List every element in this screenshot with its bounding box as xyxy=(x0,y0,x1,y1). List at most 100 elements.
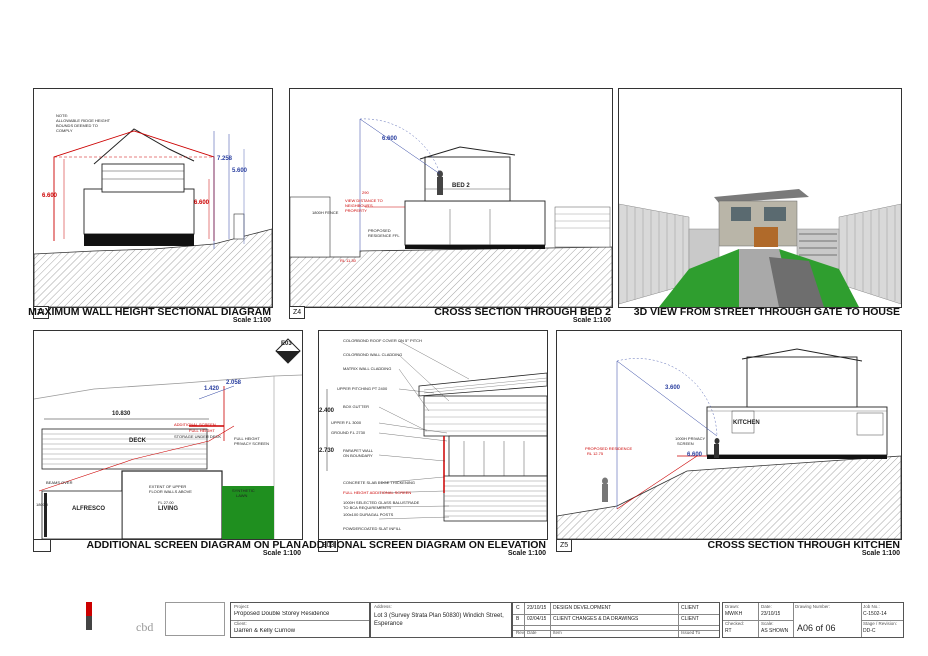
plan-synthetic: SYNTHETIC xyxy=(232,488,255,493)
e03-elevation-drawing xyxy=(326,340,547,522)
plan-lawn: LAWN xyxy=(236,493,248,498)
z4-dim-290: 290 xyxy=(362,190,369,195)
z1-dim-left: 6.600 xyxy=(42,193,58,199)
e03-dim-upper: 2.400 xyxy=(319,408,335,414)
e03-matrix-wall: MATRIX WALL CLADDING xyxy=(343,366,392,371)
z5-rl: RL 12.75 xyxy=(587,451,604,456)
z5-section-drawing xyxy=(557,348,901,539)
z5-caption: Z5 CROSS SECTION THROUGH KITCHEN Scale 1… xyxy=(556,539,900,559)
e03-roof: COLORBOND ROOF COVER ON 5° PITCH xyxy=(343,338,422,343)
e03-id: E03 xyxy=(318,539,339,552)
plan-diagram xyxy=(34,374,302,539)
scale-label: Scale: xyxy=(761,621,774,626)
date-value: 23/10/15 xyxy=(761,611,781,617)
z4-id: Z4 xyxy=(289,306,306,319)
plan-beams: BEAMS OVER xyxy=(46,480,73,485)
z5-proposed-residence: PROPOSED RESIDENCE xyxy=(585,446,633,451)
3d-street-view-render xyxy=(619,89,901,307)
z5-dim-top: 3.600 xyxy=(665,385,681,391)
drawing-info-block: Drawn: MW/KH Date: 23/10/15 Checked: RT … xyxy=(722,602,904,638)
e03-colorbond-wall: COLORBOND WALL CLADDING xyxy=(343,352,403,357)
z5-kitchen: KITCHEN xyxy=(733,420,760,426)
e03-slat-infill: POWDERCOATED SLAT INFILL xyxy=(343,526,402,531)
z4-view-distance: VIEW DISTANCE TO xyxy=(345,198,383,203)
plan-storage: STORAGE UNDER DECK xyxy=(174,434,222,439)
stage-value: DD-C xyxy=(863,628,876,634)
plan-full-height-1: FULL HEIGHT xyxy=(189,428,215,433)
drawing-z1: NOTE: ALLOWABLE RIDGE HEIGHT BOUNDS DEEM… xyxy=(33,88,273,308)
z5-scale: Scale 1:100 xyxy=(861,550,900,557)
z4-caption: Z4 CROSS SECTION THROUGH BED 2 Scale 1:1… xyxy=(289,306,611,326)
z4-title: CROSS SECTION THROUGH BED 2 xyxy=(434,306,611,318)
scale-value: AS SHOWN xyxy=(761,628,789,634)
checked-label: Checked: xyxy=(725,621,745,626)
z4-proposed: PROPOSED xyxy=(368,228,391,233)
plan-marker-label: E03 xyxy=(281,341,292,347)
e03-parapet: PARAPET WALL xyxy=(343,448,374,453)
z1-note-line1: ALLOWABLE RIDGE HEIGHT xyxy=(56,118,111,123)
rev-head-rev: Rev xyxy=(516,630,525,635)
rev-head-issued: Issued To xyxy=(681,630,701,635)
z4-scale: Scale 1:100 xyxy=(572,317,611,324)
e03-posts: 100x100 DURAGAL POSTS xyxy=(343,512,394,517)
z1-title: MAXIMUM WALL HEIGHT SECTIONAL DIAGRAM xyxy=(28,306,271,318)
z4-neighbour: NEIGHBOUR'S xyxy=(345,203,373,208)
checked-value: RT xyxy=(725,628,732,634)
plan-privacy-screen: PRIVACY SCREEN xyxy=(234,441,269,446)
z4-section-drawing xyxy=(290,118,612,307)
z1-note: NOTE: xyxy=(56,113,69,118)
date-label: Date: xyxy=(761,604,772,609)
plan-title: ADDITIONAL SCREEN DIAGRAM ON PLAN xyxy=(86,539,301,551)
3d-caption: 3D VIEW FROM STREET THROUGH GATE TO HOUS… xyxy=(618,306,900,326)
rev-head-date: Date xyxy=(527,630,537,635)
rev-b-code: B xyxy=(516,616,520,622)
address-block: Address: Lot 3 (Survey Strata Plan 50830… xyxy=(370,602,512,638)
job-value: C-1502-14 xyxy=(863,611,887,617)
plan-extent-1: EXTENT OF UPPER xyxy=(149,484,187,489)
e03-upper-pitching: UPPER PITCHING PT 2400 xyxy=(337,386,388,391)
drawing-e03: COLORBOND ROOF COVER ON 5° PITCH COLORBO… xyxy=(318,330,548,540)
drawn-label: Drawn: xyxy=(725,604,740,609)
drawing-z4: BED 2 6.600 290 VIEW DISTANCE TO NEIGHBO… xyxy=(289,88,613,308)
drawing-number: A06 of 06 xyxy=(797,623,836,633)
z1-dim-mid: 6.600 xyxy=(194,200,210,206)
z5-privacy-1: 1000H PRIVACY xyxy=(675,436,706,441)
e03-upper-fl: UPPER F.L 3000 xyxy=(331,420,362,425)
project-name: Proposed Double Storey Residence xyxy=(234,611,330,617)
z4-residence-ffl: RESIDENCE FFL xyxy=(368,233,400,238)
z1-dim-right: 5.600 xyxy=(232,168,248,174)
e03-dim-lower: 2.730 xyxy=(319,448,335,454)
plan-dim-3: 10.830 xyxy=(112,411,131,417)
plan-full-height-2: FULL HEIGHT xyxy=(234,436,260,441)
plan-dim-1: 1.420 xyxy=(204,386,220,392)
rev-b-date: 02/04/15 xyxy=(527,616,547,622)
plan-section-marker xyxy=(275,338,301,364)
plan-caption: ADDITIONAL SCREEN DIAGRAM ON PLAN Scale … xyxy=(33,539,301,559)
plan-extent-2: FLOOR WALLS ABOVE xyxy=(149,489,192,494)
z4-dim-view: 6.600 xyxy=(382,136,398,142)
rev-b-desc: CLIENT CHANGES & DA DRAWINGS xyxy=(553,616,639,622)
plan-living: LIVING xyxy=(158,506,179,512)
z4-property: PROPERTY xyxy=(345,208,367,213)
e03-caption: E03 ADDITIONAL SCREEN DIAGRAM ON ELEVATI… xyxy=(302,539,546,559)
e03-ground-fl: GROUND F.L 2730 xyxy=(331,430,366,435)
project-block: Project: Proposed Double Storey Residenc… xyxy=(230,602,370,638)
plan-scale: Scale 1:100 xyxy=(262,550,301,557)
e03-additional-screen: FULL HEIGHT ADDITIONAL SCREEN xyxy=(343,490,412,495)
z1-section-drawing xyxy=(34,128,272,307)
plan-dim-2: 2.058 xyxy=(226,380,242,386)
revision-block: C 23/10/15 DESIGN DEVELOPMENT CLIENT B 0… xyxy=(512,602,720,638)
copyright-box xyxy=(165,602,225,636)
drawn-value: MW/KH xyxy=(725,611,743,617)
3d-title: 3D VIEW FROM STREET THROUGH GATE TO HOUS… xyxy=(633,306,900,318)
rev-head-item: Item xyxy=(553,630,562,635)
plan-alfresco: ALFRESCO xyxy=(72,506,105,512)
z4-bed2-label: BED 2 xyxy=(452,183,470,189)
job-label: Job No.: xyxy=(863,604,880,609)
e03-bca: TO BCA REQUIREMENTS xyxy=(343,505,391,510)
z4-fence: 1800H FENCE xyxy=(312,210,339,215)
z5-id: Z5 xyxy=(556,539,573,552)
rev-c-by: CLIENT xyxy=(681,605,699,611)
z5-privacy-2: SCREEN xyxy=(677,441,694,446)
logo-mark-dark xyxy=(86,616,92,630)
